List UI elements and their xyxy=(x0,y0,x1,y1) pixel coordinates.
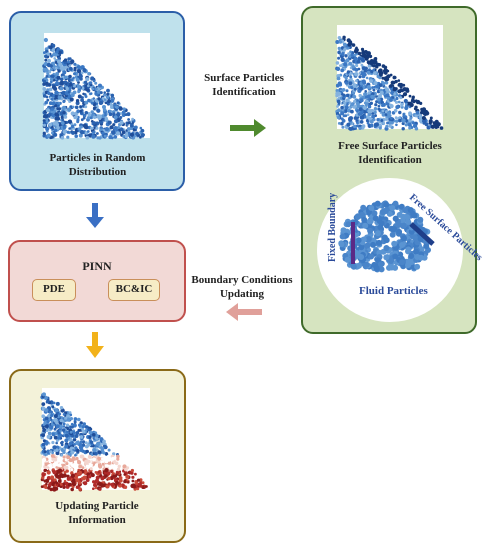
free-surface-plot xyxy=(335,25,444,131)
free-surface-label: Free Surface Particles Identification xyxy=(338,140,442,166)
random-particles-svg xyxy=(42,37,145,140)
updating-plot xyxy=(40,388,150,492)
boundary-arrow xyxy=(226,303,262,321)
surface-identification-label: Surface Particles Identification xyxy=(204,72,284,98)
updating-svg xyxy=(40,392,148,492)
surface-arrow xyxy=(230,119,266,137)
free-surface-particles xyxy=(335,35,444,131)
updating-particles xyxy=(40,392,148,492)
down-arrow-yellow xyxy=(86,332,104,358)
fixed-boundary-label: Fixed Boundary xyxy=(327,193,338,262)
updating-label: Updating Particle Information xyxy=(55,500,139,526)
pinn-title: PINN xyxy=(82,259,112,273)
fluid-particles-label: Fluid Particles xyxy=(359,285,428,297)
down-arrow-blue xyxy=(86,203,104,228)
random-particles xyxy=(42,37,145,140)
boundary-updating-label: Boundary Conditions Updating xyxy=(191,274,293,300)
circle-fluid-particles xyxy=(338,200,432,273)
random-distribution-label: Particles in Random Distribution xyxy=(49,152,146,178)
bcic-pill: BC&IC xyxy=(108,279,160,301)
free-surface-svg xyxy=(335,35,444,131)
pde-pill: PDE xyxy=(32,279,76,301)
random-particles-plot xyxy=(42,33,150,140)
free-surface-line xyxy=(409,222,435,246)
